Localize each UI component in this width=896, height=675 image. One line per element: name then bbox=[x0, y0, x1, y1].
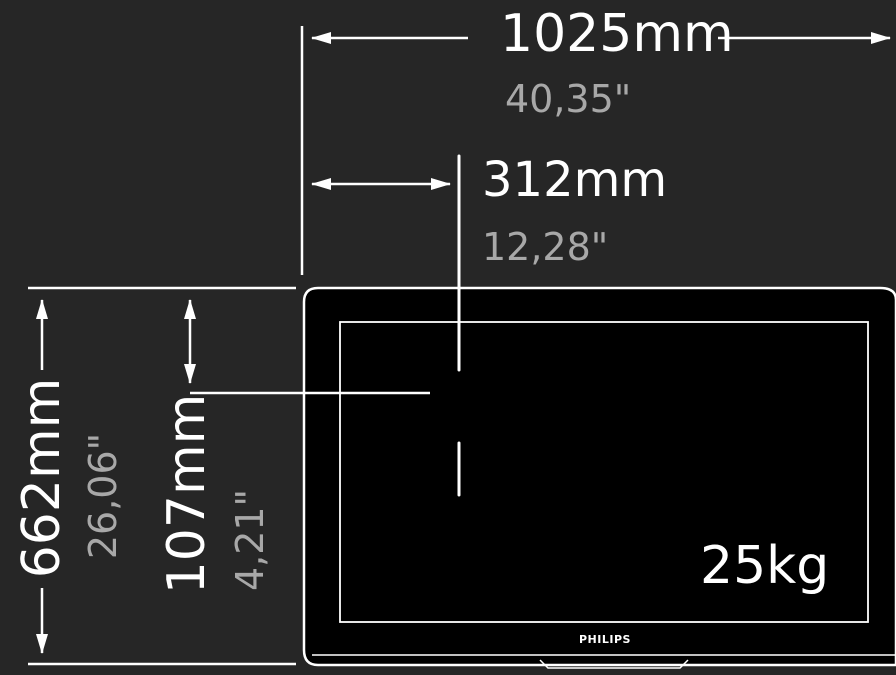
height-inch-label: 26,06" bbox=[81, 432, 125, 560]
brand-logo: PHILIPS bbox=[579, 633, 631, 646]
width-mm-label: 1025mm bbox=[500, 4, 734, 64]
width-inch-label: 40,35" bbox=[505, 77, 632, 121]
tv-screen bbox=[339, 321, 869, 623]
mount-offset-vertical-inch-label: 4,21" bbox=[228, 488, 272, 592]
height-mm-label: 662mm bbox=[12, 377, 72, 579]
mount-offset-horizontal-mm-label: 312mm bbox=[482, 152, 668, 208]
mount-offset-horizontal-inch-label: 12,28" bbox=[482, 225, 609, 269]
weight-label: 25kg bbox=[700, 536, 830, 596]
mount-offset-vertical-mm-label: 107mm bbox=[157, 393, 217, 595]
